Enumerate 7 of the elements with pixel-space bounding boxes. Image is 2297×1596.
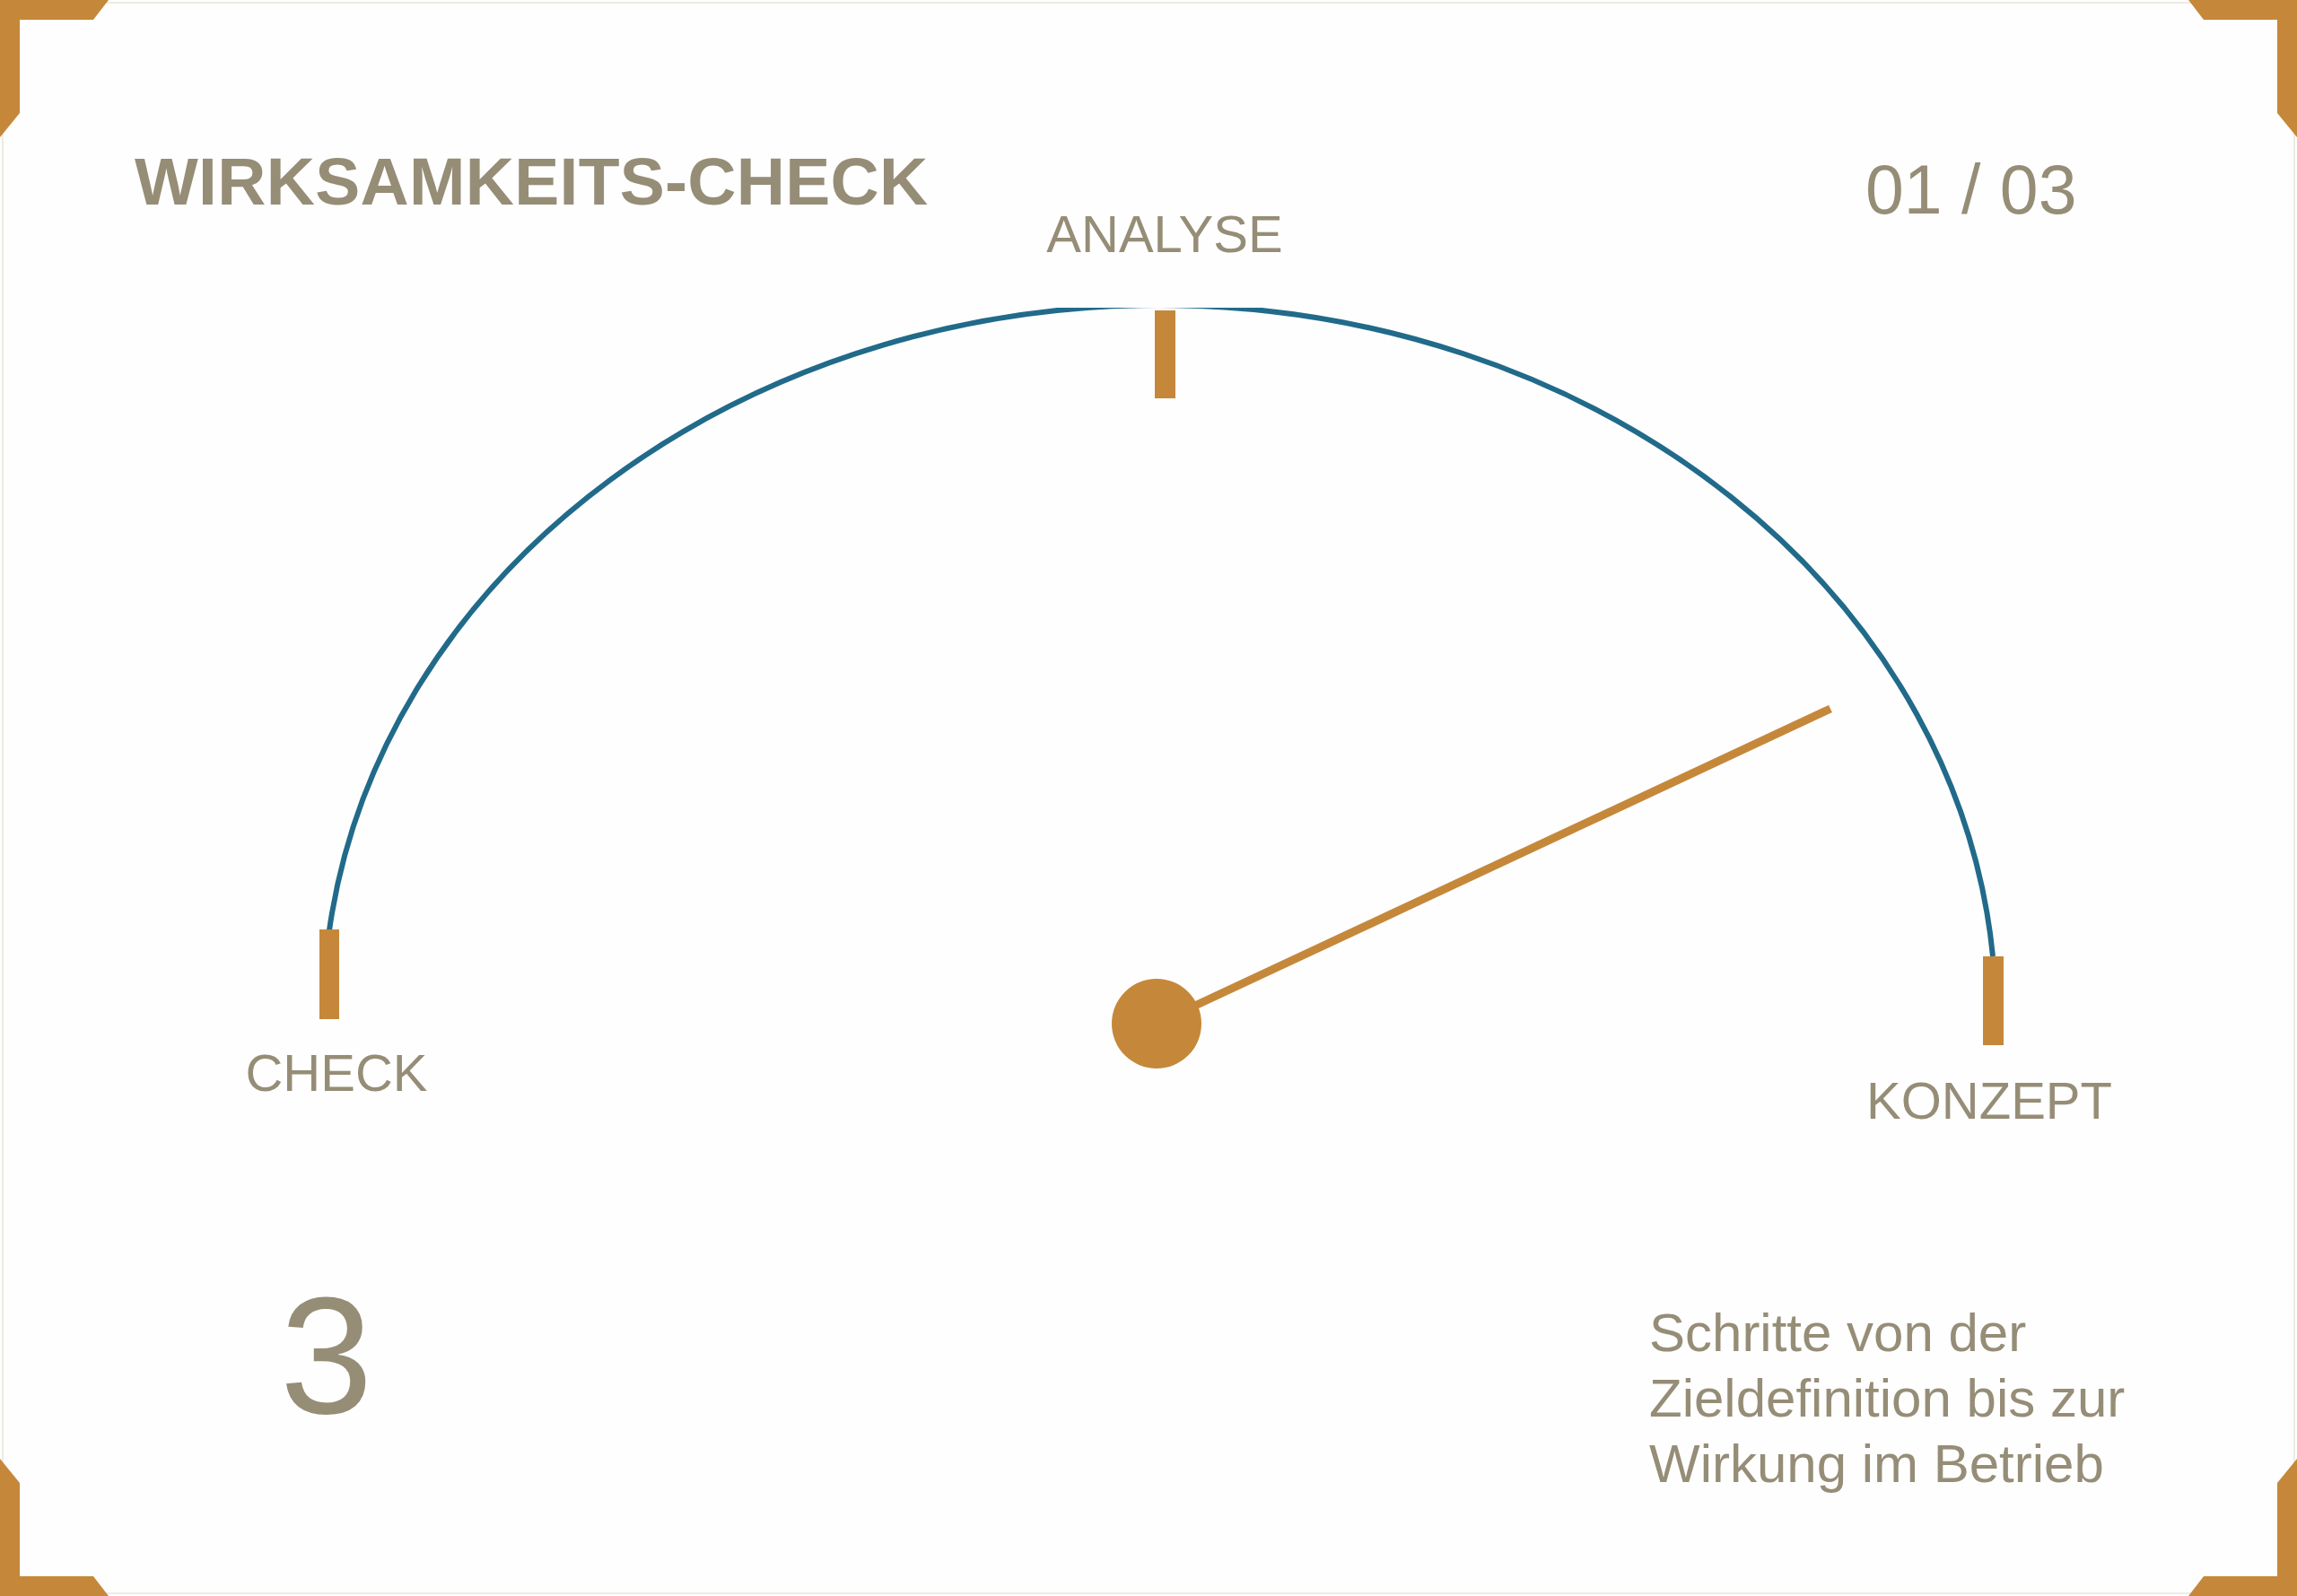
page-counter: 01 / 03: [1865, 155, 2077, 224]
scale-label: ANALYSE: [1046, 208, 1283, 260]
slide-title: WIRKSAMKEITS-CHECK: [135, 148, 929, 215]
step-number: 3: [280, 1272, 373, 1439]
description-text: Schritte von der Zieldefinition bis zur Wirkung im Betrieb: [1649, 1302, 2127, 1496]
scale-label: KONZEPT: [1866, 1075, 2112, 1127]
scale-label: CHECK: [245, 1047, 428, 1099]
